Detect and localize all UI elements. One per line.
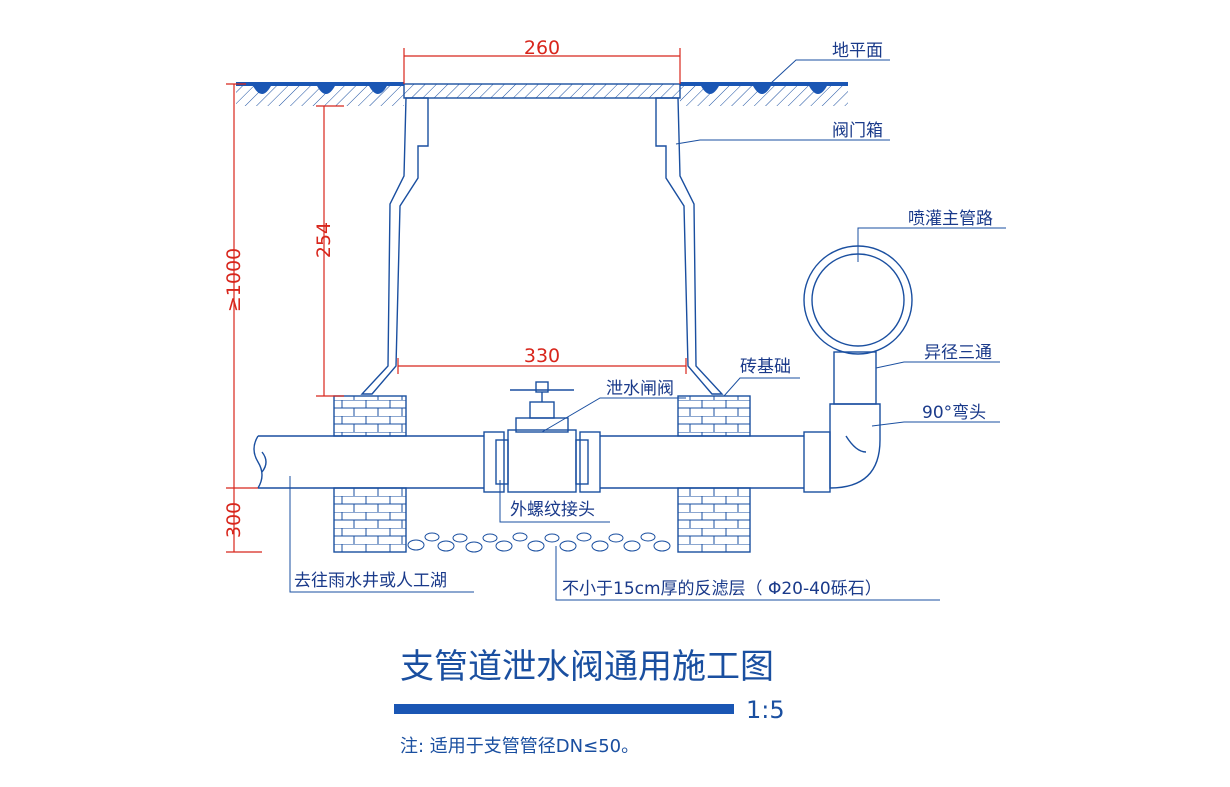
label-ground: 地平面 [832,41,883,61]
label-drain-valve: 泄水闸阀 [606,379,674,399]
ground-surface [236,82,848,106]
label-main-pipe: 喷灌主管路 [908,209,993,229]
drawing-title: 支管道泄水阀通用施工图 [400,647,774,687]
dim-inner-width: 330 [524,345,560,367]
label-elbow: 90°弯头 [922,403,986,423]
drawing-note: 注: 适用于支管管径DN≤50。 [400,736,639,757]
title-underline [394,704,734,714]
elbow-90 [803,403,881,493]
label-male-adapter: 外螺纹接头 [510,500,595,520]
dim-bottom: 300 [223,502,245,538]
valve-box-lid [403,83,681,99]
gravel-filter-layer [407,532,671,553]
main-pipe [803,245,913,355]
valve-box-walls [360,97,724,395]
dim-box-height: 254 [313,222,335,258]
branch-pipe [253,435,804,489]
brick-foundation [333,395,751,553]
dim-depth: ≥1000 [223,248,245,312]
drawing-scale: 1:5 [746,696,785,724]
label-filter-layer: 不小于15cm厚的反滤层（ Φ20-40砾石） [562,579,882,599]
label-valve-box: 阀门箱 [832,121,883,141]
gate-valve [507,381,577,493]
label-reducing-tee: 异径三通 [924,343,992,363]
reducing-tee [833,351,877,405]
male-thread-adapter [483,431,601,493]
label-outlet: 去往雨水井或人工湖 [294,571,447,591]
dimension-lines [226,48,687,553]
leader-lines [289,59,1006,601]
dim-top-width: 260 [524,37,560,59]
label-brick-base: 砖基础 [740,357,791,377]
